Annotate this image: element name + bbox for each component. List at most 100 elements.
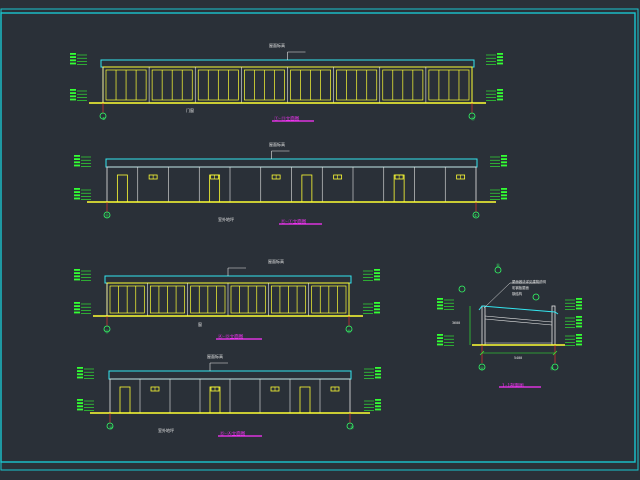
section-span-tick-right [552,350,558,356]
elevation-1-ridge-label: 屋面标高 [269,42,285,48]
elevation-mark-text [74,164,80,167]
elevation-mark-text [70,98,76,101]
left-elevation-marks-top [77,367,94,379]
window-frame [244,69,285,101]
elevation-2-drawing [74,150,507,219]
elevation-3-drawing [74,267,380,333]
right-elevation-marks-top [364,367,381,379]
elevation-mark-text [70,62,76,65]
section-ceiling [484,315,553,323]
elevation-mark-text [576,301,582,303]
section-labels: 屋面做法详见建筑说明 彩钢板屋面 钢结构 5400 3600 1-1剖面图 Ⓐ … [452,262,554,389]
elevation-mark-text [77,405,83,408]
axis-marker-right [345,325,353,333]
axis-marker-left [103,211,111,219]
elevation-mark-text [497,56,503,58]
elevation-2-title: ⑪-①立面图 [281,218,307,225]
elevation-mark-text [437,301,443,303]
section-roof [478,305,559,315]
window-frame [230,285,266,314]
section-detail-marker-right [532,293,540,301]
elevation-mark-text [576,304,582,307]
elevation-mark-text [74,191,80,193]
right-elevation-marks-bottom [490,188,507,200]
section-span-tick-left [479,350,485,356]
elevation-mark-text [375,376,381,379]
elevation-3-title: Ⓐ-Ⓓ立面图 [218,333,244,340]
elevation-mark-text [437,337,443,339]
elevation-mark-text [70,95,76,98]
elevation-mark-text [576,340,582,343]
elevation-mark-text [576,298,582,300]
elevation-mark-text [576,316,582,318]
elevation-mark-text [375,367,381,369]
elevation-4-labels: 屋面标高 Ⓓ-Ⓐ立面图 室外地坪 Ⓐ Ⓓ [109,353,354,437]
elevation-mark-text [497,95,503,98]
elevation-1-drawing [70,51,503,120]
elevation-mark-text [375,402,381,404]
elevation-mark-text [374,311,380,314]
elevation-mark-text [374,275,380,278]
elevation-mark-text [576,325,582,328]
section-top-axis: Ⓓ [496,262,500,268]
elevation-mark-text [374,269,380,271]
window-frame [428,69,470,101]
inner-frame [0,12,636,463]
section-axis-marker-right [551,363,559,371]
elevation-2-left-axis: ⑪ [105,212,109,218]
elevation-mark-text [437,298,443,300]
elevation-mark-text [375,405,381,408]
elevation-mark-text [576,322,582,325]
elevation-1-title: ①-⑪立面图 [274,115,300,122]
elevation-mark-text [497,89,503,91]
section-purlin [484,318,553,326]
elevation-mark-text [70,89,76,91]
elevation-mark-text [501,164,507,167]
elevation-mark-text [374,302,380,304]
section-right-axis: Ⓓ [550,365,554,371]
axis-marker-right [468,112,476,120]
elevation-mark-text [576,337,582,339]
elevation-2-note: 室外地坪 [218,216,234,222]
section-note-2: 彩钢板屋面 [512,285,530,290]
elevation-2-right-axis: ① [474,213,478,218]
elevation-mark-text [497,92,503,94]
elevation-mark-text [375,370,381,372]
elevation-mark-text [576,343,582,346]
elevation-mark-text [501,188,507,190]
section-span-label: 5400 [514,356,522,360]
left-elevation-marks-bottom [74,302,91,314]
elevation-2-ridge-label: 屋面标高 [269,141,285,147]
elevation-mark-text [437,334,443,336]
right-elevation-marks-bottom [486,89,503,101]
elevation-mark-text [501,155,507,157]
elevation-mark-text [576,307,582,310]
elevation-mark-text [74,308,80,311]
elevation-mark-text [74,188,80,190]
elevation-3-right-axis: Ⓓ [347,328,351,334]
axis-marker-left [106,422,114,430]
elevation-mark-text [497,53,503,55]
elevation-mark-text [77,402,83,404]
elevation-mark-text [74,158,80,160]
section-note-3: 钢结构 [512,291,523,296]
elevation-mark-text [70,92,76,94]
elevation-mark-text [74,311,80,314]
left-elevation-marks-bottom [77,399,94,411]
elevation-mark-text [74,302,80,304]
elevation-mark-text [375,373,381,376]
left-elevation-marks-bottom [70,89,87,101]
elevation-3-note: 窗 [198,321,202,327]
elevation-mark-text [77,373,83,376]
elevation-mark-text [374,278,380,281]
elevation-mark-text [77,408,83,411]
section-elevation-marks-left-bottom [437,334,454,346]
section-height-label: 3600 [452,321,460,325]
elevation-mark-text [501,158,507,160]
right-elevation-marks-top [363,269,380,281]
elevation-mark-text [74,272,80,274]
elevation-mark-text [497,62,503,65]
axis-marker-left [103,325,111,333]
section-top-marker [494,266,502,274]
